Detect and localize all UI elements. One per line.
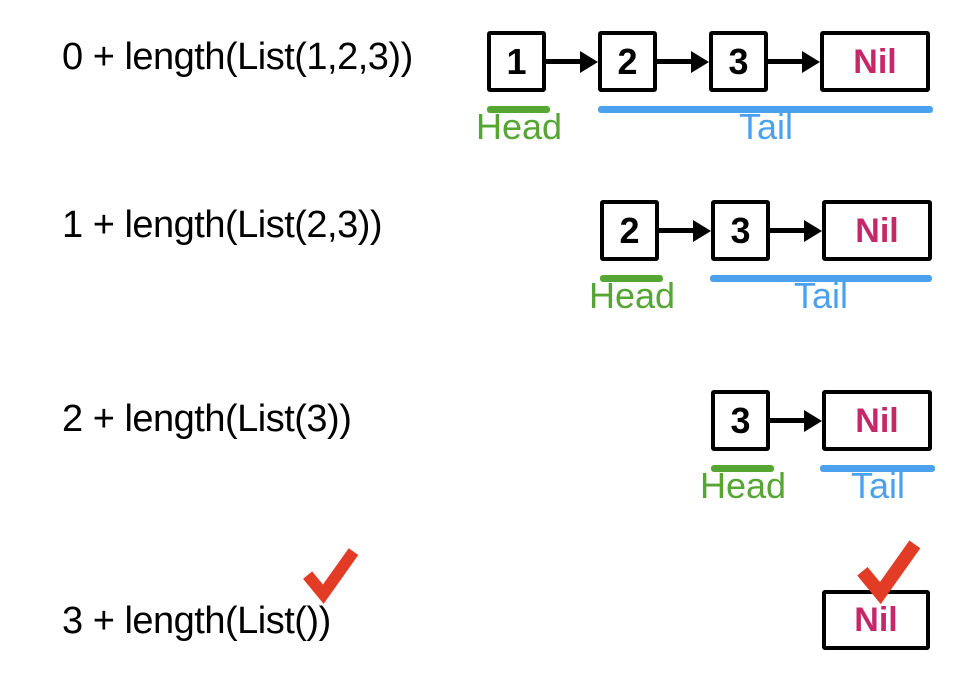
head-label: Head — [588, 275, 676, 316]
node-value: 1 — [506, 40, 527, 82]
nil-node: Nil — [820, 31, 930, 92]
linked-list-row-3: 3 Nil Head Tail — [700, 390, 935, 504]
arrow-right-icon — [546, 31, 598, 92]
expression-step-3: 3 + length(List()) — [62, 600, 331, 642]
tail-underline — [598, 106, 933, 113]
arrow-right-icon — [770, 390, 822, 451]
checkmark-icon — [854, 538, 922, 605]
arrow-right-icon — [770, 200, 822, 261]
tail-label: Tail — [793, 275, 849, 316]
head-underline — [600, 275, 663, 282]
list-node: 2 — [598, 31, 657, 92]
list-node: 3 — [711, 200, 770, 261]
expression-step-1: 1 + length(List(2,3)) — [62, 204, 383, 246]
linked-list-row-1: 1 2 3 Nil Head Tail — [476, 31, 933, 145]
node-value: Nil — [855, 211, 899, 250]
arrow-right-icon — [768, 31, 820, 92]
linked-list-row-4: Nil — [822, 540, 930, 650]
head-underline — [711, 465, 774, 472]
list-node: 3 — [711, 390, 770, 451]
node-value: 3 — [728, 40, 749, 82]
node-value: 2 — [617, 40, 638, 82]
list-node: 2 — [600, 200, 659, 261]
expression-step-0: 0 + length(List(1,2,3)) — [62, 36, 413, 78]
list-node: 1 — [487, 31, 546, 92]
arrow-right-icon — [659, 200, 711, 261]
node-value: 2 — [619, 209, 640, 251]
head-label: Head — [475, 106, 563, 147]
nil-node: Nil — [822, 390, 932, 451]
head-underline — [487, 106, 550, 113]
expression-step-2: 2 + length(List(3)) — [62, 398, 352, 440]
list-node: 3 — [709, 31, 768, 92]
node-value: Nil — [853, 42, 897, 81]
arrow-right-icon — [657, 31, 709, 92]
head-label: Head — [699, 465, 787, 506]
node-value: 3 — [730, 399, 751, 441]
node-value: Nil — [855, 401, 899, 440]
checkmark-icon — [302, 546, 359, 604]
tail-underline — [820, 465, 935, 472]
node-value: Nil — [854, 601, 898, 639]
tail-underline — [710, 275, 932, 282]
tail-label: Tail — [738, 106, 794, 147]
nil-node: Nil — [822, 200, 932, 261]
node-value: 3 — [730, 209, 751, 251]
linked-list-row-2: 2 3 Nil Head Tail — [589, 200, 932, 314]
tail-label: Tail — [850, 465, 906, 506]
